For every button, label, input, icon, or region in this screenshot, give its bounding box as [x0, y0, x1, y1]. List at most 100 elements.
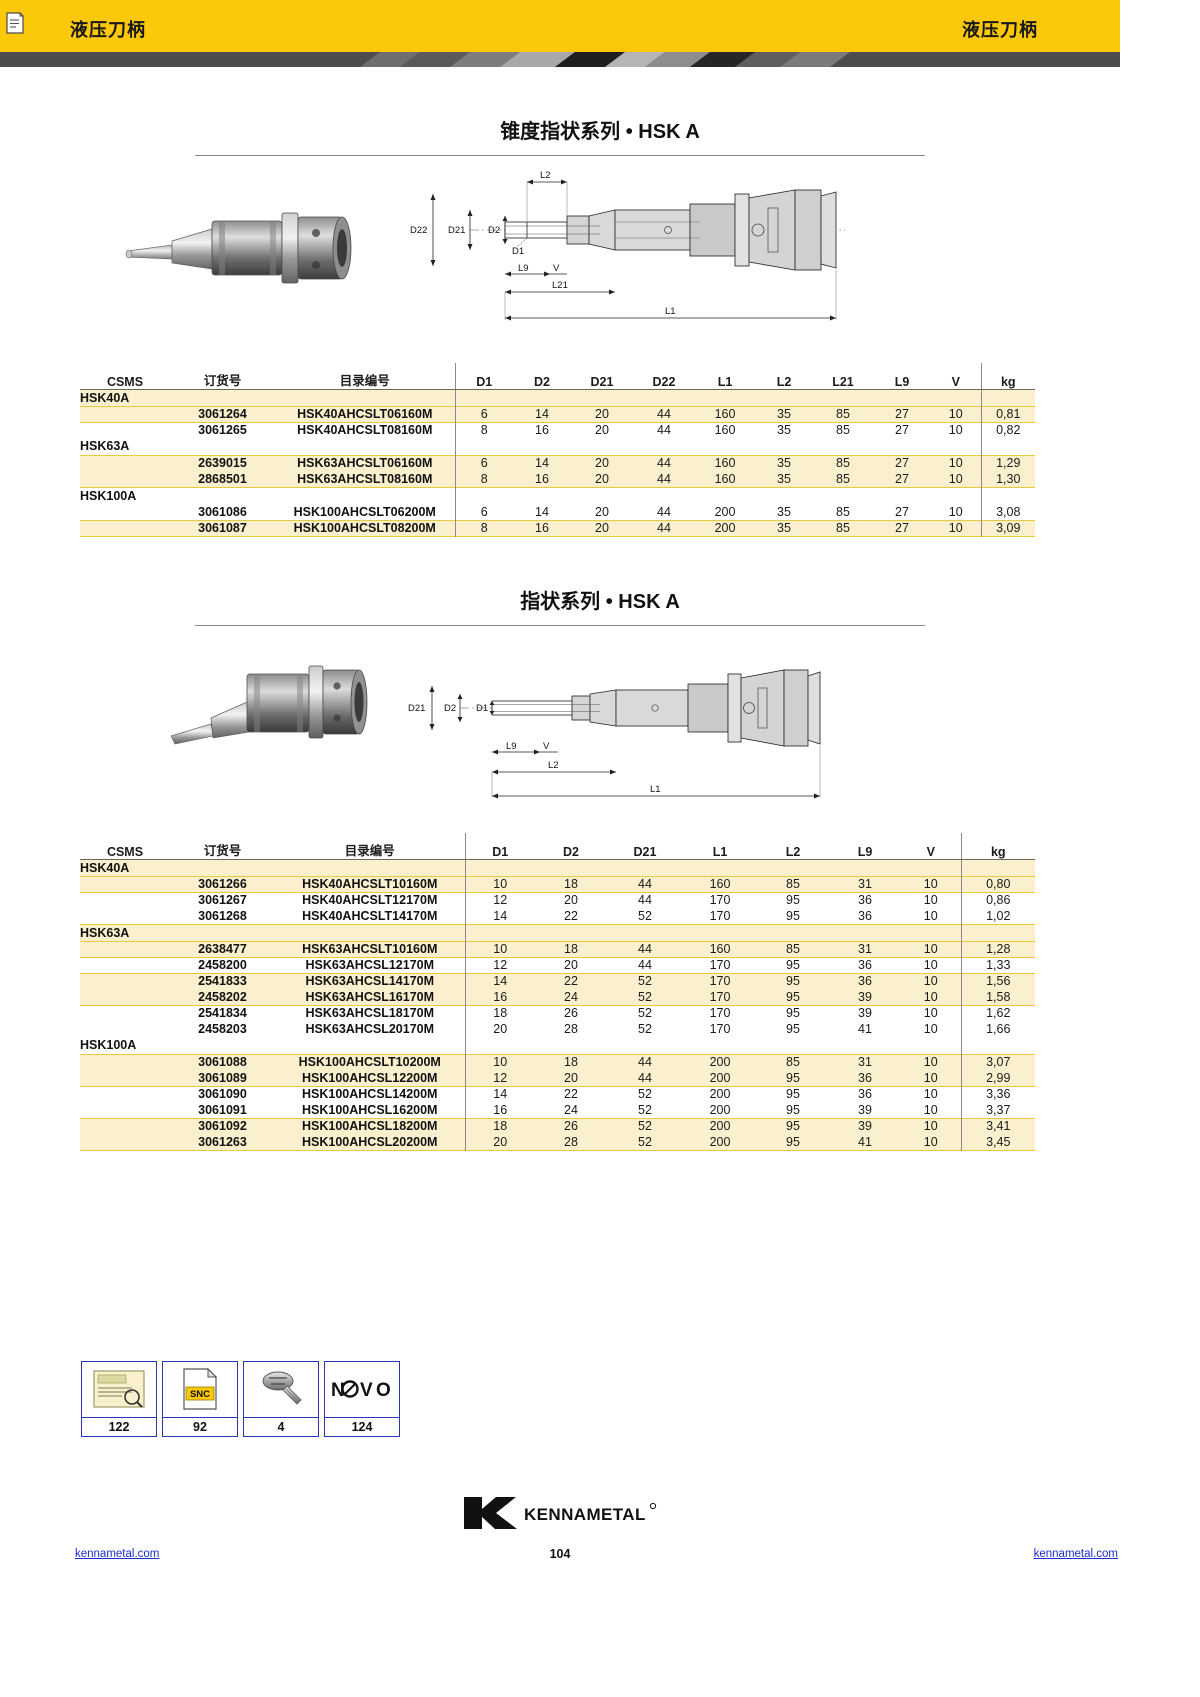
cell-catalog-no: HSK40AHCSLT14170M	[302, 908, 438, 923]
cell-v: 10	[923, 1022, 938, 1036]
cell-d1: 8	[454, 520, 513, 536]
table-row[interactable]: 3061267 HSK40AHCSLT12170M 12 20 44 170 9…	[80, 892, 1035, 908]
dim-label-V: V	[553, 263, 560, 274]
cell-kg: 1,30	[980, 471, 1035, 487]
cell-l2: 85	[786, 942, 800, 956]
footer-icon-box-technical-data[interactable]: 122	[81, 1361, 157, 1437]
cell-l2: 95	[786, 989, 800, 1004]
cell-v: 10	[923, 1087, 938, 1102]
footer-icon-box-novo[interactable]: N V O 124	[324, 1361, 400, 1437]
group-header-row: HSK100A	[80, 1037, 1035, 1054]
table-row[interactable]: 3061264 HSK40AHCSLT06160M 6 14 20 44 160…	[80, 406, 1035, 422]
table-row[interactable]: 3061092 HSK100AHCSL18200M 18 26 52 200 9…	[80, 1118, 1035, 1134]
table-row[interactable]: 3061266 HSK40AHCSLT10160M 10 18 44 160 8…	[80, 876, 1035, 892]
col-header-catalog-no: 目录编号	[275, 833, 465, 860]
cell-d2: 14	[535, 407, 549, 421]
col-header-d2: D2	[535, 833, 607, 860]
cell-d1: 10	[464, 1054, 535, 1070]
cell-kg: 1,66	[960, 1021, 1035, 1037]
col-header-kg: kg	[980, 363, 1035, 390]
cell-kg: 1,58	[960, 989, 1035, 1005]
dim-label-L2: L2	[548, 760, 559, 771]
table-row[interactable]: 2458200 HSK63AHCSL12170M 12 20 44 170 95…	[80, 957, 1035, 973]
group-label: HSK100A	[80, 1038, 137, 1053]
cell-d21: 44	[638, 958, 652, 972]
footer-icon-box-snc[interactable]: SNC 92	[162, 1361, 238, 1437]
col-header-v: V	[931, 363, 981, 390]
table-row[interactable]: 2458203 HSK63AHCSL20170M 20 28 52 170 95…	[80, 1021, 1035, 1037]
cell-d1: 6	[454, 504, 513, 520]
cell-catalog-no: HSK40AHCSLT06160M	[297, 407, 433, 421]
section-2-title: 指状系列 • HSK A	[520, 591, 680, 613]
cell-d2: 20	[564, 958, 578, 972]
cell-l1: 160	[714, 407, 736, 421]
table-row[interactable]: 2458202 HSK63AHCSL16170M 16 24 52 170 95…	[80, 989, 1035, 1005]
section-1-rule	[195, 155, 925, 156]
cell-catalog-no: HSK63AHCSL16170M	[305, 989, 435, 1004]
dim-label-L2: L2	[540, 170, 551, 181]
col-header-l2: L2	[757, 833, 829, 860]
table-row[interactable]: 3061087 HSK100AHCSLT08200M 8 16 20 44 20…	[80, 520, 1035, 536]
cell-l2: 95	[786, 1134, 800, 1149]
cell-kg: 2,99	[960, 1070, 1035, 1086]
table-row[interactable]: 3061268 HSK40AHCSLT14170M 14 22 52 170 9…	[80, 908, 1035, 924]
group-label: HSK63A	[80, 439, 130, 454]
cell-kg: 0,86	[960, 892, 1035, 908]
col-header-l9: L9	[873, 363, 931, 390]
table-row[interactable]: 3061265 HSK40AHCSLT08160M 8 16 20 44 160…	[80, 422, 1035, 438]
dim-label-L9: L9	[518, 263, 529, 274]
table-row[interactable]: 2638477 HSK63AHCSLT10160M 10 18 44 160 8…	[80, 941, 1035, 957]
svg-text:SNC: SNC	[190, 1389, 210, 1400]
cell-d2: 16	[535, 471, 549, 486]
table-row[interactable]: 3061090 HSK100AHCSL14200M 14 22 52 200 9…	[80, 1086, 1035, 1102]
cell-l21: 85	[836, 407, 850, 421]
table-row[interactable]: 3061263 HSK100AHCSL20200M 20 28 52 200 9…	[80, 1134, 1035, 1150]
cell-d1: 14	[464, 1086, 535, 1102]
table-2-header-row: CSMS 订货号 目录编号 D1 D2 D21 L1 L2 L9 V kg	[80, 833, 1035, 860]
cell-order-no: 2458200	[198, 958, 247, 972]
table-row[interactable]: 2541833 HSK63AHCSL14170M 14 22 52 170 95…	[80, 973, 1035, 989]
cell-l9: 41	[858, 1022, 872, 1036]
table-row[interactable]: 2868501 HSK63AHCSLT08160M 8 16 20 44 160…	[80, 471, 1035, 487]
cell-l9: 27	[895, 471, 909, 486]
cell-l9: 36	[858, 908, 872, 923]
table-row[interactable]: 3061089 HSK100AHCSL12200M 12 20 44 200 9…	[80, 1070, 1035, 1086]
cell-catalog-no: HSK40AHCSLT12170M	[302, 893, 438, 908]
cell-order-no: 2541833	[198, 974, 247, 989]
cell-kg: 0,81	[980, 406, 1035, 422]
table-row[interactable]: 2541834 HSK63AHCSL18170M 18 26 52 170 95…	[80, 1005, 1035, 1021]
cell-l1: 200	[709, 1055, 731, 1070]
footer-icon-page-number: 4	[244, 1417, 318, 1436]
cell-d1: 8	[454, 422, 513, 438]
table-row[interactable]: 3061091 HSK100AHCSL16200M 16 24 52 200 9…	[80, 1102, 1035, 1118]
table-row[interactable]: 3061088 HSK100AHCSLT10200M 10 18 44 200 …	[80, 1054, 1035, 1070]
cell-l1: 200	[709, 1102, 731, 1117]
footer-page-number: 104	[549, 1547, 571, 1561]
dim-label-D1: D1	[476, 703, 488, 714]
cell-d1: 8	[454, 471, 513, 487]
cell-d2: 24	[564, 989, 578, 1004]
cell-d21: 44	[638, 1070, 652, 1085]
cell-v: 10	[923, 908, 938, 923]
col-header-d1: D1	[454, 363, 513, 390]
footer-link-right[interactable]: kennametal.com	[1033, 1548, 1118, 1560]
cell-order-no: 3061263	[198, 1134, 247, 1149]
cell-kg: 1,02	[960, 908, 1035, 924]
dim-label-L1: L1	[665, 306, 676, 317]
table-row[interactable]: 2639015 HSK63AHCSLT06160M 6 14 20 44 160…	[80, 455, 1035, 471]
table-row[interactable]: 3061086 HSK100AHCSLT06200M 6 14 20 44 20…	[80, 504, 1035, 520]
cell-l9: 39	[858, 1102, 872, 1117]
cell-order-no: 3061087	[198, 521, 247, 535]
snc-document-icon: SNC	[163, 1362, 237, 1416]
footer-icon-box-screw[interactable]: 4	[243, 1361, 319, 1437]
cell-d1: 6	[454, 406, 513, 422]
section-2-rule	[195, 625, 925, 626]
cell-l21: 85	[836, 471, 850, 486]
cell-d1: 16	[464, 1102, 535, 1118]
cell-catalog-no: HSK40AHCSLT10160M	[302, 877, 438, 891]
technical-drawing-2: D21 D2 D1 L9 V	[400, 650, 900, 810]
footer-link-left[interactable]: kennametal.com	[75, 1548, 160, 1560]
cell-d21: 52	[638, 974, 652, 989]
cell-v: 10	[923, 1134, 938, 1149]
cell-order-no: 3061265	[198, 423, 247, 438]
